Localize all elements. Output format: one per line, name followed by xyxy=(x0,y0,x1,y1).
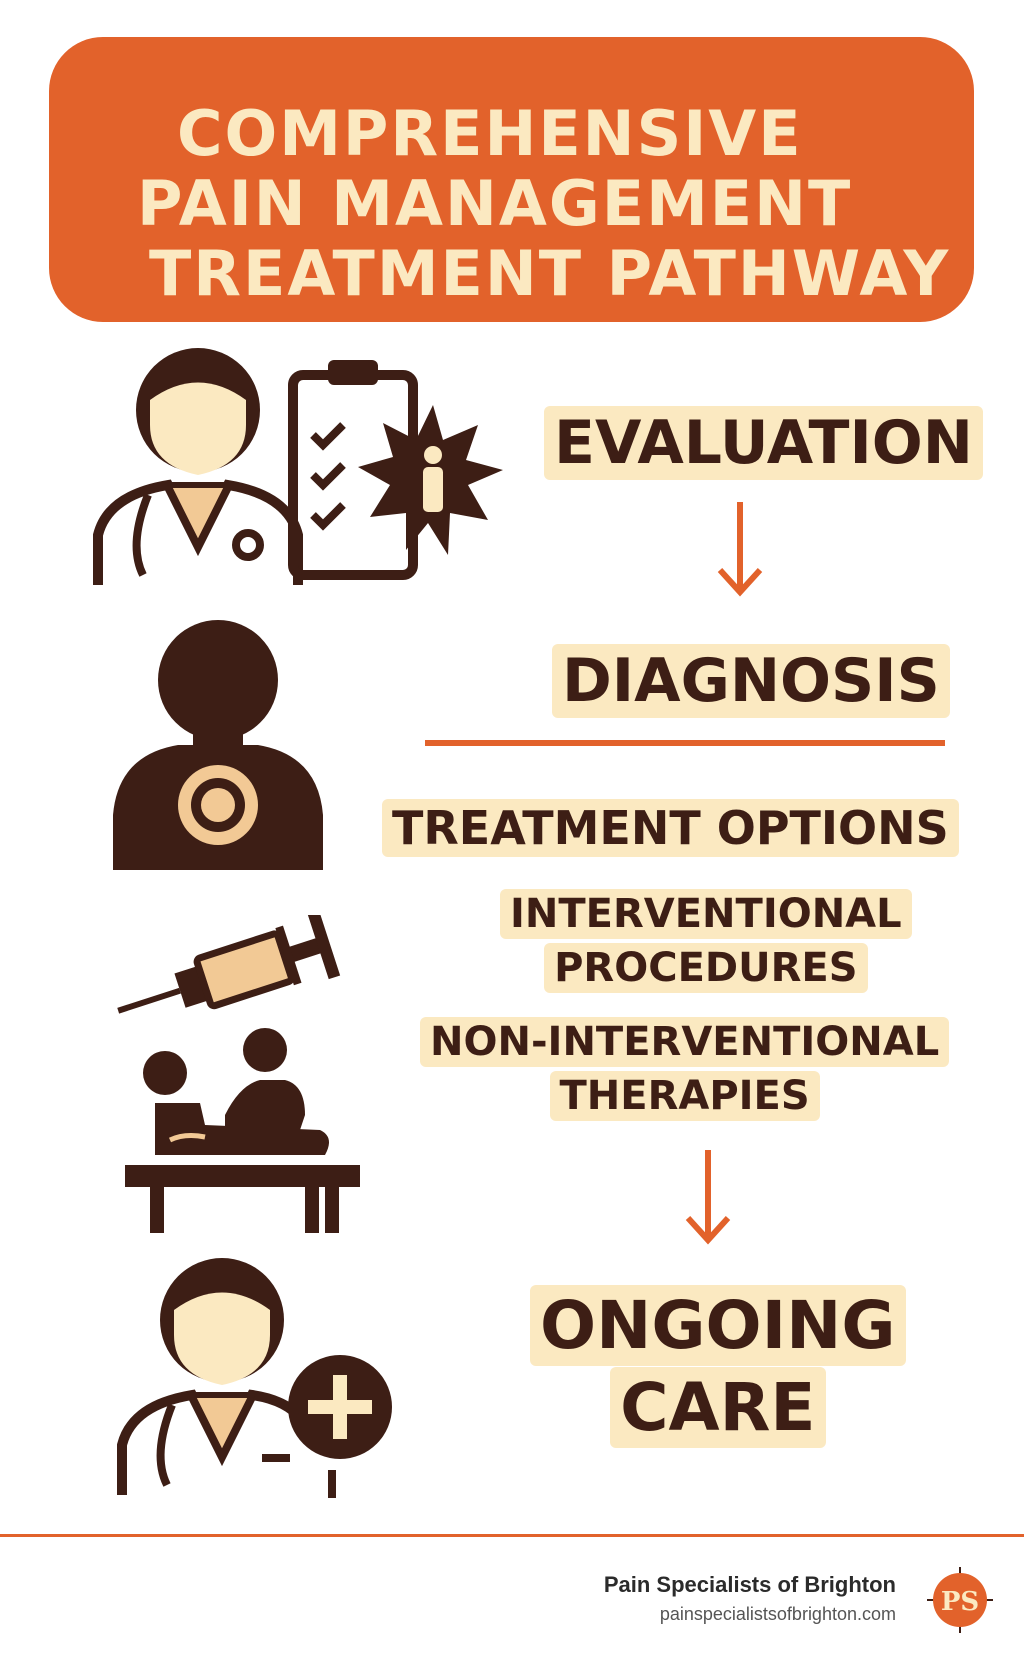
step-treatment-options: TREATMENT OPTIONS xyxy=(382,799,959,857)
step-ongoing-care: ONGOING CARE xyxy=(530,1285,906,1449)
option-noninterventional-line2: THERAPIES xyxy=(549,1071,820,1121)
brand-name: Pain Specialists of Brighton xyxy=(603,1572,896,1597)
body-target-icon xyxy=(113,620,323,870)
step-diagnosis: DIAGNOSIS xyxy=(552,644,950,718)
option-interventional-line1: INTERVENTIONAL xyxy=(500,889,912,939)
brand-logo-letters: PS xyxy=(941,1587,979,1617)
title-line-1: COMPREHENSIVE xyxy=(177,97,803,170)
divider-line xyxy=(425,740,945,746)
option-noninterventional-line1: NON-INTERVENTIONAL xyxy=(420,1017,950,1067)
step-ongoing-line2: CARE xyxy=(610,1367,826,1448)
step-diagnosis-text: DIAGNOSIS xyxy=(552,644,950,718)
brand-block: Pain Specialists of Brighton painspecial… xyxy=(604,1572,896,1625)
brand-logo: PS xyxy=(927,1567,993,1633)
title-line-2: PAIN MANAGEMENT xyxy=(137,167,853,240)
doctor-plus-icon xyxy=(117,1258,392,1498)
arrow-down-icon xyxy=(717,502,763,597)
title-banner: COMPREHENSIVE PAIN MANAGEMENT TREATMENT … xyxy=(49,37,974,322)
step-evaluation: EVALUATION xyxy=(544,406,984,480)
doctor-clipboard-icon xyxy=(93,348,503,585)
option-interventional: INTERVENTIONAL PROCEDURES xyxy=(500,887,912,995)
arrow-down-icon xyxy=(685,1150,731,1245)
step-ongoing-line1: ONGOING xyxy=(530,1285,906,1366)
syringe-icon xyxy=(117,915,341,1014)
option-noninterventional: NON-INTERVENTIONAL THERAPIES xyxy=(420,1015,950,1123)
option-interventional-line2: PROCEDURES xyxy=(544,943,868,993)
step-treatment-options-text: TREATMENT OPTIONS xyxy=(382,799,959,857)
massage-therapy-icon xyxy=(125,1028,360,1233)
brand-url[interactable]: painspecialistsofbrighton.com xyxy=(659,1604,896,1624)
footer-divider xyxy=(0,1534,1024,1537)
step-evaluation-text: EVALUATION xyxy=(544,406,984,480)
title-line-3: TREATMENT PATHWAY xyxy=(149,237,951,310)
